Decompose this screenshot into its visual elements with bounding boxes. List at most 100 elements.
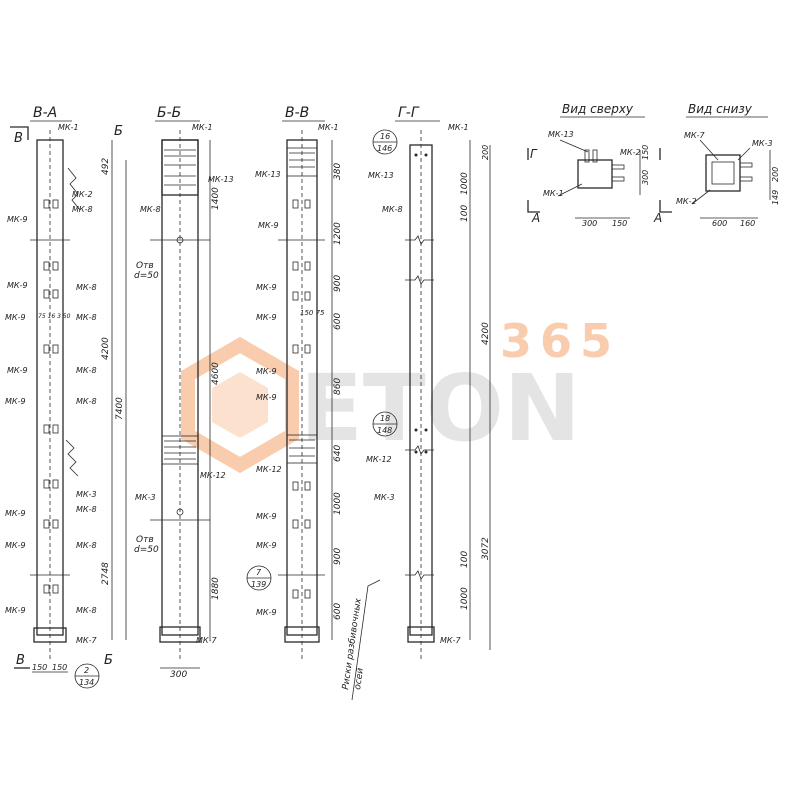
column-section-bb: МК-1 МК-13 МК-8 Отв d=50 МК-12 МК-3 Отв … bbox=[134, 123, 234, 680]
label-vv-mk12: МК-12 bbox=[256, 465, 282, 474]
note-axis-marks-2: осей bbox=[353, 667, 366, 690]
column-section-vv: МК-1 МК-13 МК-9 МК-9 МК-9 МК-9 МК-9 МК-1… bbox=[246, 123, 381, 701]
dim-top-150v: 150 bbox=[641, 145, 650, 160]
dim-bb-1880: 1880 bbox=[211, 577, 221, 600]
label-vv-mk9-5: МК-9 bbox=[256, 393, 277, 402]
dim-vv-380: 380 bbox=[333, 163, 343, 180]
dim-gg-200: 200 bbox=[481, 145, 490, 160]
label-aa-mk9-2: МК-9 bbox=[7, 281, 28, 290]
callout-7-bottom: 139 bbox=[251, 580, 266, 589]
label-aa-mk7: МК-7 bbox=[76, 636, 97, 645]
label-aa-mk9-6: МК-9 bbox=[5, 509, 26, 518]
title-bottom-view: Вид снизу bbox=[688, 102, 753, 116]
label-gg-mk1: МК-1 bbox=[448, 123, 469, 132]
label-bb-otv2-d: d=50 bbox=[134, 545, 159, 555]
label-bb-mk1: МК-1 bbox=[192, 123, 213, 132]
dim-bot-600: 600 bbox=[712, 219, 727, 228]
dim-bot-200: 200 bbox=[771, 167, 780, 182]
label-bot-mk3: МК-3 bbox=[752, 139, 773, 148]
callout-2-bottom: 134 bbox=[79, 678, 94, 687]
dim-gg-1000b: 1000 bbox=[460, 587, 470, 610]
dim-gg-4200: 4200 bbox=[481, 322, 491, 345]
label-gg-mk3: МК-3 bbox=[374, 493, 395, 502]
title-section-gg: Г-Г bbox=[398, 105, 420, 121]
label-bb-mk13: МК-13 bbox=[208, 175, 234, 184]
label-bb-mk7: МК-7 bbox=[196, 636, 217, 645]
label-vv-small-dims: 150 75 bbox=[300, 309, 325, 317]
label-vv-mk9-8: МК-9 bbox=[256, 608, 277, 617]
label-bot-mk2: МК-2 bbox=[676, 197, 697, 206]
dim-bot-149: 149 bbox=[771, 190, 780, 205]
title-section-vv: В-В bbox=[285, 105, 309, 121]
label-top-mk1: МК-1 bbox=[543, 189, 564, 198]
dim-bot-160: 160 bbox=[740, 219, 755, 228]
callout-18-bottom: 148 bbox=[377, 426, 392, 435]
label-bot-mk7: МК-7 bbox=[684, 131, 705, 140]
dim-top-300: 300 bbox=[582, 219, 597, 228]
cut-marker-b-top: Б bbox=[114, 124, 123, 139]
title-section-bb: Б-Б bbox=[157, 105, 181, 121]
watermark-hex-logo bbox=[181, 336, 299, 474]
dim-top-300v: 300 bbox=[641, 170, 650, 185]
label-aa-mk3: МК-3 bbox=[76, 490, 97, 499]
cut-marker-v-bottom: В bbox=[16, 653, 25, 668]
cut-marker-b-bottom: Б bbox=[104, 653, 113, 668]
label-bb-otv1-d: d=50 bbox=[134, 271, 159, 281]
label-aa-mk8-6: МК-8 bbox=[76, 505, 97, 514]
watermark: 365 ETON bbox=[181, 314, 620, 474]
label-top-mk13: МК-13 bbox=[548, 130, 574, 139]
label-aa-mk8-1: МК-8 bbox=[72, 205, 93, 214]
dim-vv-600b: 600 bbox=[333, 603, 343, 620]
label-aa-mk9-1: МК-9 bbox=[7, 215, 28, 224]
label-gg-mk8: МК-8 bbox=[382, 205, 403, 214]
watermark-digits: 365 bbox=[500, 314, 620, 368]
label-bb-mk12: МК-12 bbox=[200, 471, 226, 480]
callout-16-bottom: 146 bbox=[377, 144, 392, 153]
label-aa-mk9-5: МК-9 bbox=[5, 397, 26, 406]
label-bb-otv1: Отв bbox=[136, 261, 154, 271]
dim-top-150: 150 bbox=[612, 219, 627, 228]
label-vv-mk9-4: МК-9 bbox=[256, 367, 277, 376]
section-titles: В-А Б-Б В-В Г-Г Вид сверху Вид снизу bbox=[30, 102, 768, 122]
dim-bb-1400: 1400 bbox=[211, 187, 221, 210]
dim-vv-900b: 900 bbox=[333, 548, 343, 565]
column-section-aa: В В МК-1 МК-2 МК-8 МК-9 МК-9 МК-8 МК-9 М… bbox=[5, 123, 127, 689]
dim-gg-100b: 100 bbox=[460, 551, 470, 568]
dim-vv-900a: 900 bbox=[333, 275, 343, 292]
cut-marker-a-bottom-view: А bbox=[653, 211, 662, 225]
dim-bb-300: 300 bbox=[170, 670, 187, 680]
label-aa-mk8-5: МК-8 bbox=[76, 397, 97, 406]
title-section-aa: В-А bbox=[33, 105, 57, 121]
label-vv-mk9-3: МК-9 bbox=[256, 313, 277, 322]
label-vv-mk9-2: МК-9 bbox=[256, 283, 277, 292]
dim-vv-600a: 600 bbox=[333, 313, 343, 330]
label-aa-mk9-8: МК-9 bbox=[5, 606, 26, 615]
label-bb-otv2: Отв bbox=[136, 535, 154, 545]
label-aa-mk2: МК-2 bbox=[72, 190, 93, 199]
dim-aa-150a: 150 bbox=[32, 663, 47, 672]
label-vv-mk1: МК-1 bbox=[318, 123, 339, 132]
label-gg-mk12: МК-12 bbox=[366, 455, 392, 464]
label-aa-mk9-3: МК-9 bbox=[5, 313, 26, 322]
title-top-view: Вид сверху bbox=[562, 102, 634, 116]
label-aa-mk8-3: МК-8 bbox=[76, 313, 97, 322]
label-vv-mk9-1: МК-9 bbox=[258, 221, 279, 230]
label-vv-mk9-6: МК-9 bbox=[256, 512, 277, 521]
label-aa-mk8-4: МК-8 bbox=[76, 366, 97, 375]
cut-marker-a-top: А bbox=[531, 211, 540, 225]
label-gg-mk13: МК-13 bbox=[368, 171, 394, 180]
label-aa-mk9-4: МК-9 bbox=[7, 366, 28, 375]
callout-16-top: 16 bbox=[380, 132, 390, 141]
dim-aa-4200: 4200 bbox=[101, 337, 111, 360]
bottom-view-detail: А МК-7 МК-3 МК-2 600 160 200 149 bbox=[653, 131, 780, 228]
label-bb-mk3: МК-3 bbox=[135, 493, 156, 502]
label-aa-mk8-8: МК-8 bbox=[76, 606, 97, 615]
dim-gg-3072: 3072 bbox=[481, 537, 491, 560]
cut-marker-g-top: Г bbox=[530, 147, 538, 161]
dim-gg-100a: 100 bbox=[460, 205, 470, 222]
callout-18-top: 18 bbox=[380, 414, 390, 423]
label-aa-mk8-7: МК-8 bbox=[76, 541, 97, 550]
label-aa-mk8-2: МК-8 bbox=[76, 283, 97, 292]
label-gg-mk7: МК-7 bbox=[440, 636, 461, 645]
